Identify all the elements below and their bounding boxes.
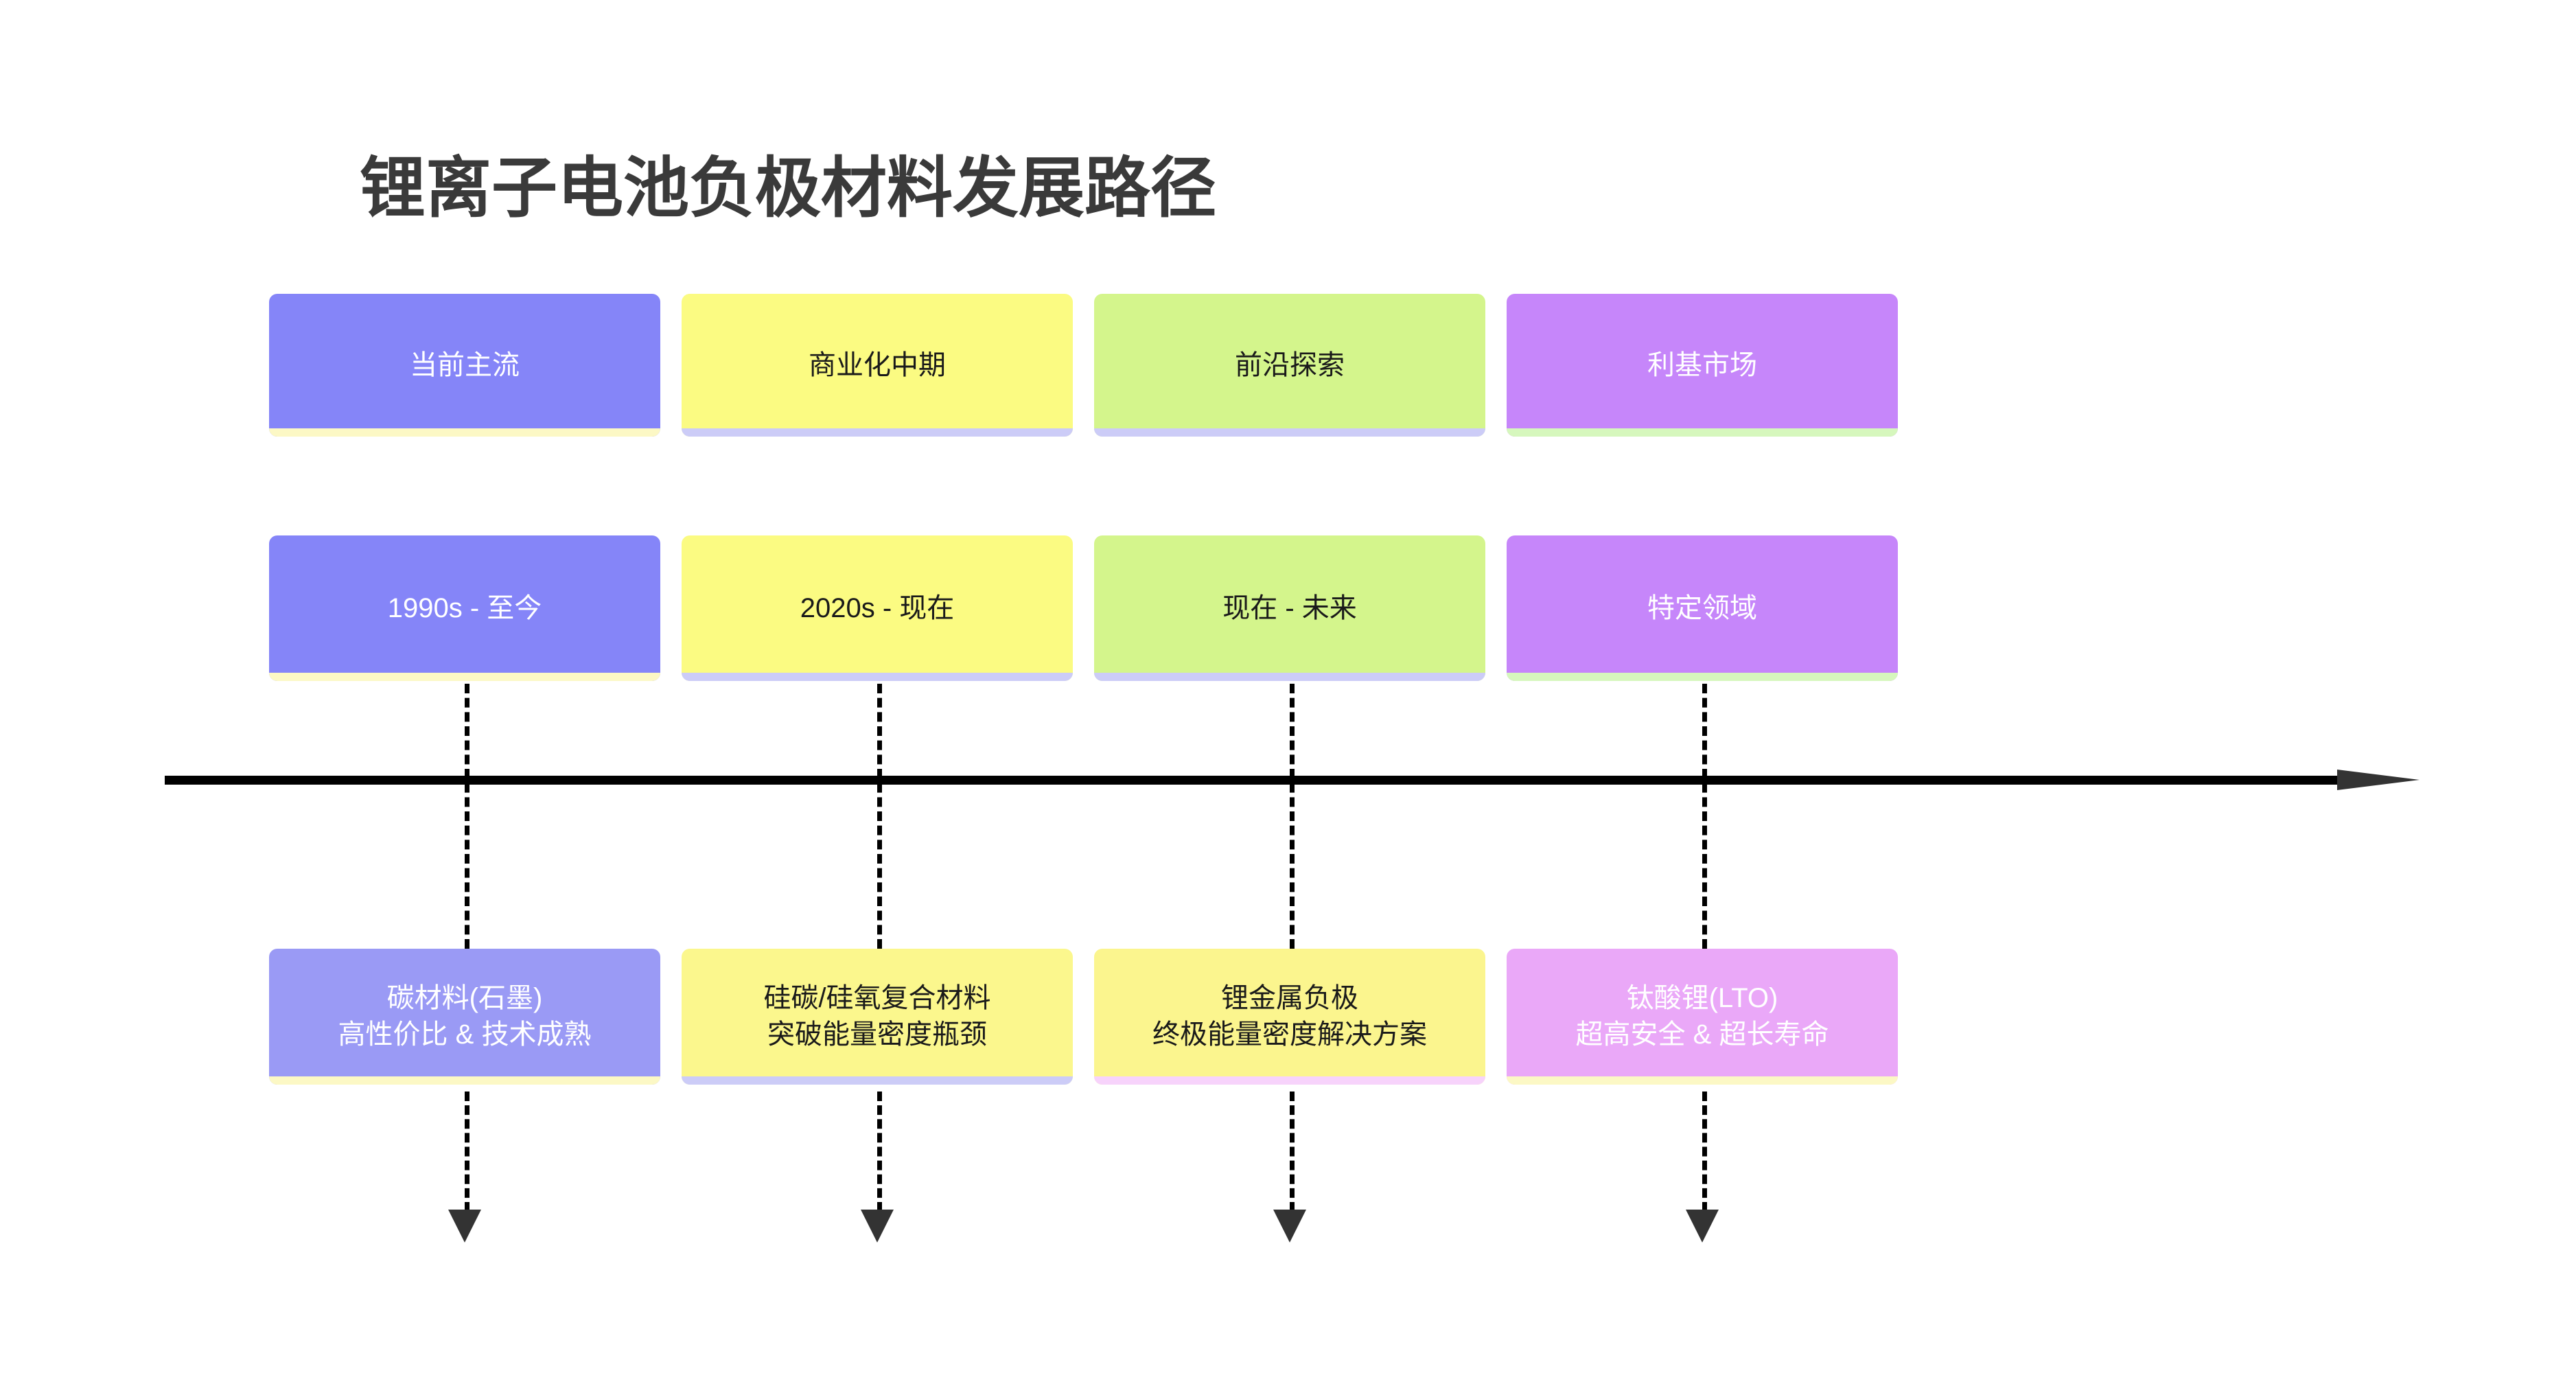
stage-card-1[interactable]: 商业化中期 [682,294,1073,437]
period-card-label-3: 特定领域 [1647,592,1757,623]
tech-card-text-3: 钛酸锂(LTO) 超高安全 & 超长寿命 [1507,980,1898,1053]
connector-bottom-2 [1290,1092,1295,1212]
tech-card-name-3: 钛酸锂(LTO) [1626,983,1778,1014]
tech-card-name-1: 硅碳/硅氧复合材料 [763,983,991,1014]
stage-card-3[interactable]: 利基市场 [1507,294,1898,437]
period-card-strip-2 [1094,673,1485,681]
connector-top-1 [877,684,882,949]
stage-card-strip-2 [1094,428,1485,437]
stage-card-label-1: 商业化中期 [809,349,946,380]
tech-card-text-0: 碳材料(石墨) 高性价比 & 技术成熟 [269,980,660,1053]
period-card-label-1: 2020s - 现在 [800,592,955,623]
tech-card-strip-1 [682,1076,1073,1085]
tech-card-name-2: 锂金属负极 [1221,983,1358,1014]
tech-card-3[interactable]: 钛酸锂(LTO) 超高安全 & 超长寿命 [1507,949,1898,1085]
connector-bottom-0 [465,1092,469,1212]
tech-card-name-0: 碳材料(石墨) [386,983,543,1014]
period-card-strip-1 [682,673,1073,681]
stage-card-label-0: 当前主流 [410,349,520,380]
timeline-axis-arrowhead [2337,770,2420,790]
tech-card-text-2: 锂金属负极 终极能量密度解决方案 [1094,980,1485,1053]
period-card-2[interactable]: 现在 - 未来 [1094,535,1485,681]
connector-top-0 [465,684,469,949]
stage-card-2[interactable]: 前沿探索 [1094,294,1485,437]
tech-card-1[interactable]: 硅碳/硅氧复合材料 突破能量密度瓶颈 [682,949,1073,1085]
timeline-axis-line [165,776,2344,785]
period-card-label-0: 1990s - 至今 [387,592,542,623]
connector-bottom-1 [877,1092,882,1212]
period-card-1[interactable]: 2020s - 现在 [682,535,1073,681]
period-card-3[interactable]: 特定领域 [1507,535,1898,681]
period-card-0[interactable]: 1990s - 至今 [269,535,660,681]
tech-card-desc-3: 超高安全 & 超长寿命 [1575,1019,1829,1050]
connector-top-2 [1290,684,1295,949]
stage-card-strip-0 [269,428,660,437]
connector-bottom-3 [1702,1092,1707,1212]
tech-card-strip-2 [1094,1076,1485,1085]
stage-card-label-3: 利基市场 [1647,349,1757,380]
timeline-axis-arrow [165,770,2420,790]
period-card-label-2: 现在 - 未来 [1222,592,1357,623]
tech-card-desc-1: 突破能量密度瓶颈 [767,1019,987,1050]
tech-card-2[interactable]: 锂金属负极 终极能量密度解决方案 [1094,949,1485,1085]
tech-card-text-1: 硅碳/硅氧复合材料 突破能量密度瓶颈 [682,980,1073,1053]
tech-card-desc-0: 高性价比 & 技术成熟 [338,1019,592,1050]
period-card-strip-3 [1507,673,1898,681]
connector-arrowhead-0 [448,1210,481,1243]
connector-arrowhead-3 [1686,1210,1719,1243]
stage-card-label-2: 前沿探索 [1235,349,1345,380]
connector-arrowhead-1 [861,1210,894,1243]
tech-card-0[interactable]: 碳材料(石墨) 高性价比 & 技术成熟 [269,949,660,1085]
tech-card-strip-0 [269,1076,660,1085]
tech-card-strip-3 [1507,1076,1898,1085]
page-title: 锂离子电池负极材料发展路径 [360,152,1216,225]
connector-arrowhead-2 [1273,1210,1306,1243]
connector-top-3 [1702,684,1707,949]
stage-card-strip-3 [1507,428,1898,437]
period-card-strip-0 [269,673,660,681]
tech-card-desc-2: 终极能量密度解决方案 [1152,1019,1427,1050]
stage-card-0[interactable]: 当前主流 [269,294,660,437]
stage-card-strip-1 [682,428,1073,437]
